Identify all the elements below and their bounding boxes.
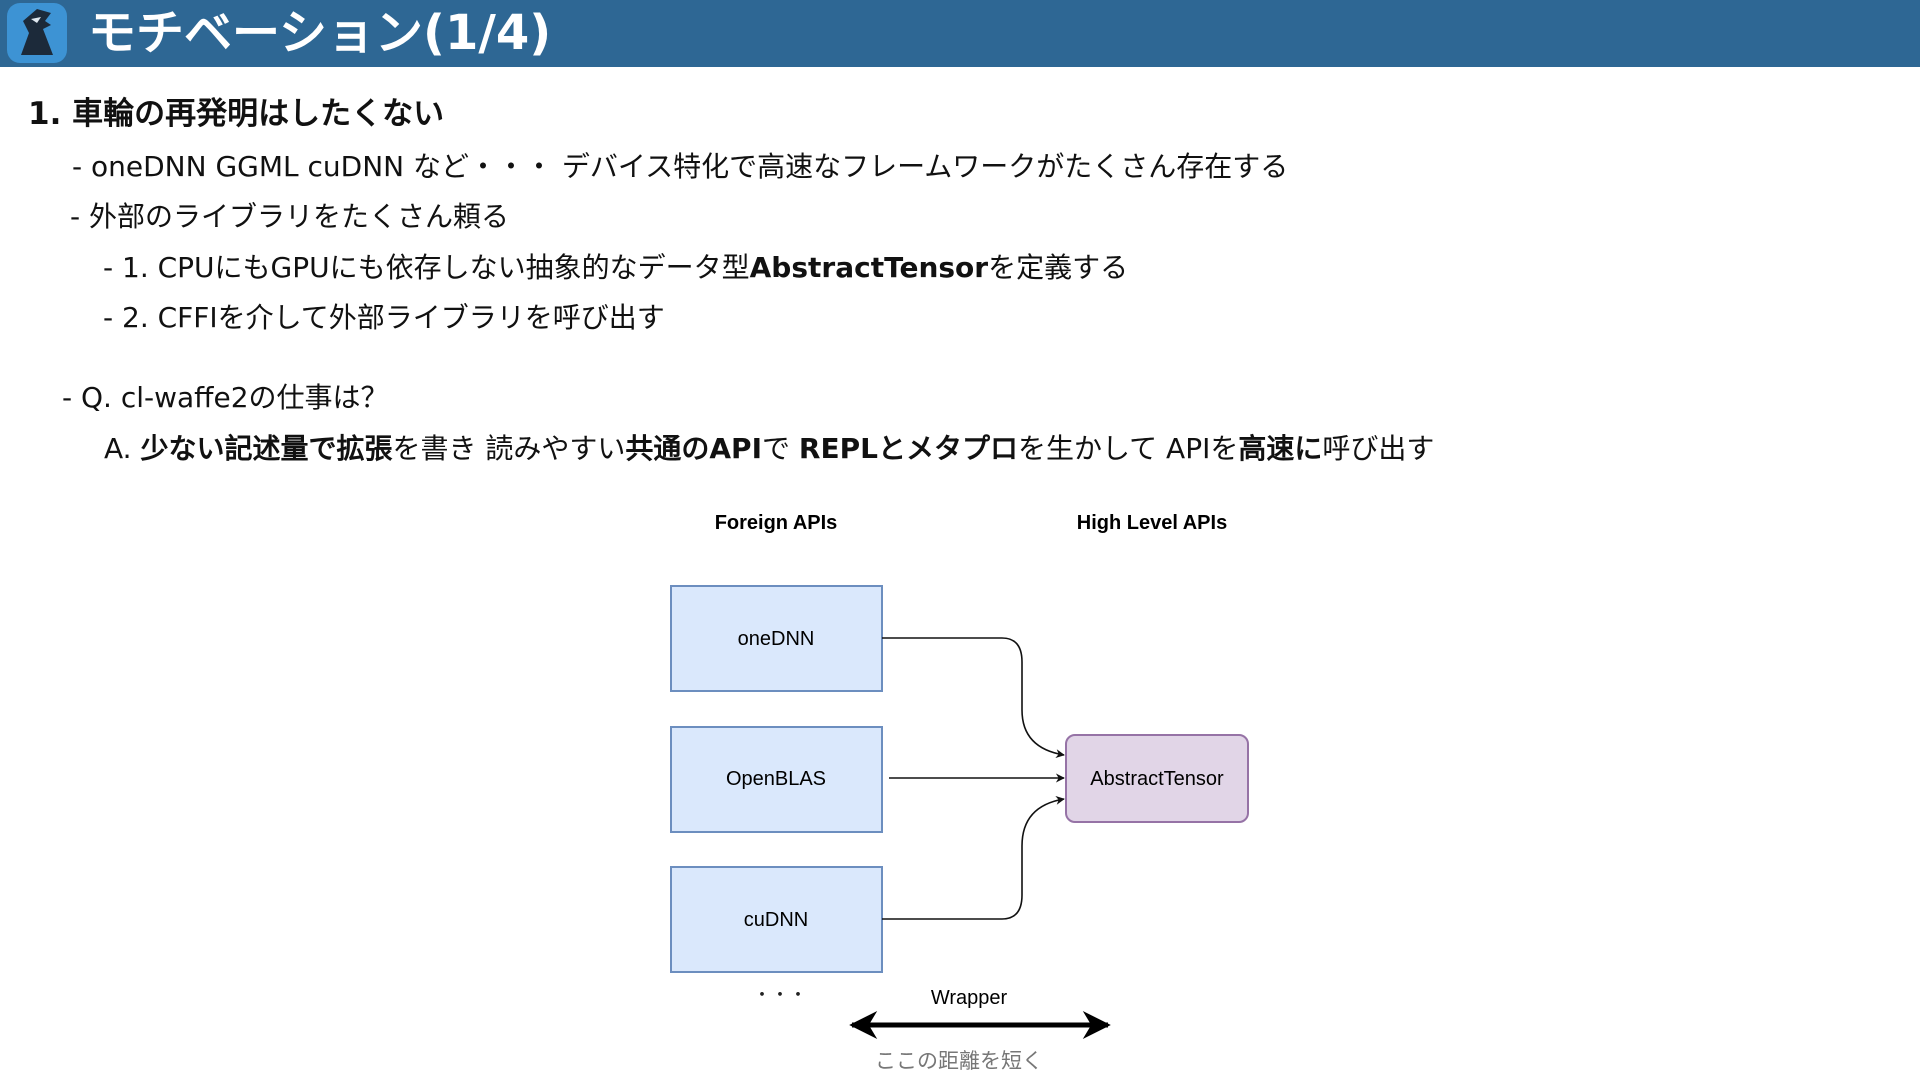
answer-line: A. 少ない記述量で拡張を書き 読みやすい共通のAPIで REPLとメタプロを生…: [104, 431, 1434, 467]
wrapper-label: Wrapper: [931, 987, 1008, 1009]
sub-bullet-cffi: - 2. CFFIを介して外部ライブラリを呼び出す: [103, 301, 665, 334]
ellipsis-more-libraries: ・・・: [753, 985, 807, 1005]
answer-bold-1: 少ない記述量で拡張: [140, 432, 393, 465]
section-heading: 1. 車輪の再発明はしたくない: [28, 96, 445, 132]
answer-bold-2: 共通のAPI: [625, 432, 763, 465]
distance-note: ここの距離を短く: [875, 1049, 1043, 1073]
answer-part-2: を書き 読みやすい: [392, 432, 626, 465]
sub-bullet-1-bold: AbstractTensor: [749, 251, 989, 284]
abstracttensor-box: [1065, 734, 1249, 823]
answer-bold-4: 高速に: [1238, 432, 1323, 465]
arrow-onednn-to-abstracttensor: [882, 637, 1065, 759]
onednn-label: oneDNN: [738, 628, 815, 650]
answer-part-5: 呼び出す: [1322, 432, 1435, 465]
slide-title: モチベーション(1/4): [88, 5, 552, 61]
answer-part-3: で: [762, 432, 799, 465]
answer-bold-3: REPLとメタプロ: [798, 432, 1018, 465]
answer-part-1: A.: [104, 432, 141, 465]
cudnn-box: [670, 866, 883, 973]
sub-bullet-abstract-tensor: - 1. CPUにもGPUにも依存しない抽象的なデータ型AbstractTens…: [103, 250, 1128, 286]
openblas-label: OpenBLAS: [726, 768, 826, 790]
sub-bullet-1-text: - 1. CPUにもGPUにも依存しない抽象的なデータ型: [103, 251, 750, 284]
sub-bullet-1-tail: を定義する: [988, 251, 1129, 284]
onednn-box: [670, 585, 883, 692]
title-bar: モチベーション(1/4): [0, 0, 1920, 67]
answer-part-4: を生かして APIを: [1017, 432, 1239, 465]
arrow-cudnn-to-abstracttensor: [882, 795, 1065, 920]
openblas-box: [670, 726, 883, 833]
high-level-apis-label: High Level APIs: [1077, 512, 1227, 534]
question-line: - Q. cl-waffe2の仕事は？: [62, 381, 389, 414]
bullet-external-libraries: - 外部のライブラリをたくさん頼る: [70, 200, 510, 233]
abstracttensor-label: AbstractTensor: [1090, 768, 1224, 790]
foreign-apis-label: Foreign APIs: [715, 512, 838, 534]
logo-icon: [7, 3, 67, 63]
cudnn-label: cuDNN: [744, 909, 808, 931]
bullet-frameworks: - oneDNN GGML cuDNN など・・・ デバイス特化で高速なフレーム…: [72, 150, 1289, 183]
